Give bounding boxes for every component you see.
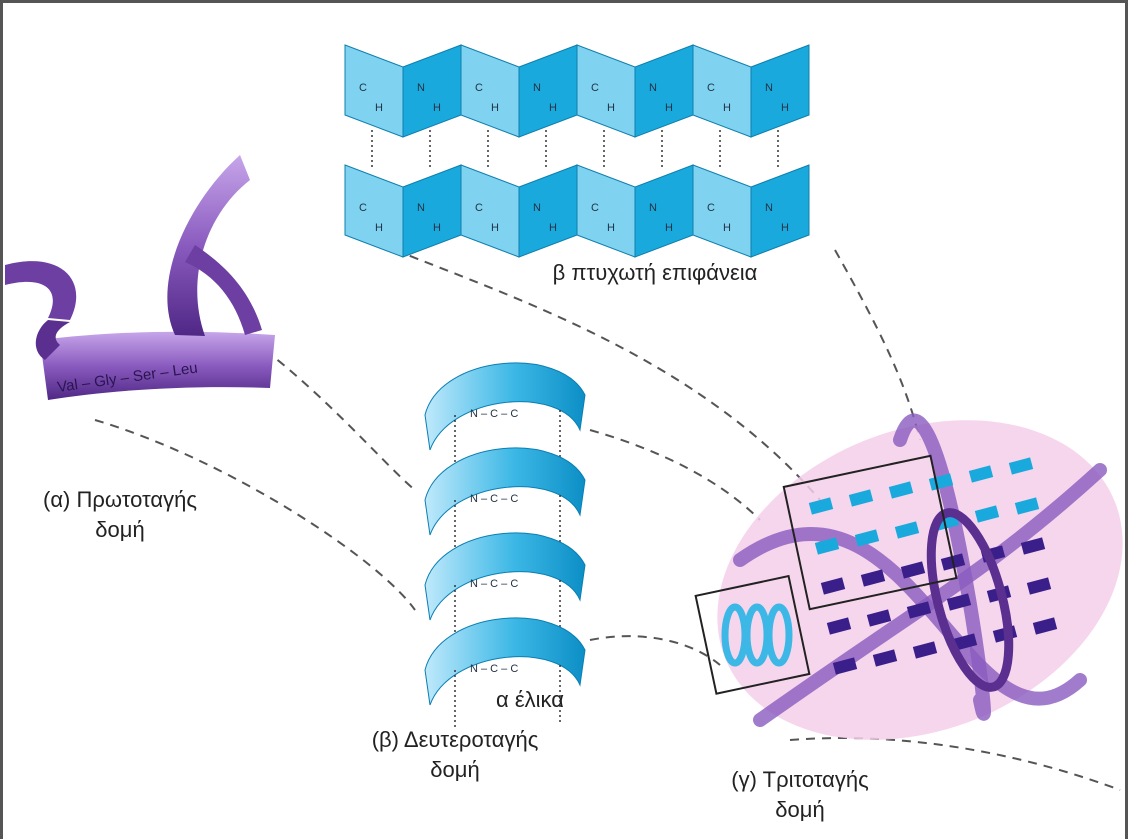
sheet-pleat xyxy=(635,165,693,257)
alpha-helix-label: α έλικα xyxy=(465,685,595,715)
sheet-atom-label: H xyxy=(723,102,731,114)
sheet-pleat xyxy=(577,45,635,137)
sheet-atom-label: N xyxy=(649,82,657,94)
sheet-pleat xyxy=(345,165,403,257)
sheet-pleat xyxy=(345,45,403,137)
sheet-atom-label: H xyxy=(607,102,615,114)
sheet-atom-label: C xyxy=(707,82,715,94)
helix-atom-label: N – C – C xyxy=(470,493,518,505)
sheet-atom-label: H xyxy=(549,102,557,114)
sheet-atom-label: H xyxy=(781,102,789,114)
sheet-atom-label: N xyxy=(533,202,541,214)
sheet-pleat xyxy=(461,45,519,137)
sheet-atom-label: H xyxy=(665,102,673,114)
sheet-atom-label: H xyxy=(433,102,441,114)
primary-structure-line2: δομή xyxy=(0,515,240,545)
connector-helix-bottom xyxy=(590,636,720,665)
sheet-atom-label: N xyxy=(417,202,425,214)
sheet-pleat xyxy=(403,165,461,257)
connector-helix-top xyxy=(590,430,760,520)
secondary-structure-line2: δομή xyxy=(320,755,590,785)
sheet-pleat xyxy=(577,165,635,257)
sheet-atom-label: C xyxy=(591,82,599,94)
sheet-atom-label: H xyxy=(665,222,673,234)
sheet-atom-label: H xyxy=(491,102,499,114)
connector-ribbon-top xyxy=(265,350,415,490)
secondary-structure-line1: (β) Δευτεροταγής xyxy=(320,725,590,755)
helix-turn xyxy=(425,448,585,535)
secondary-structure-label: (β) Δευτεροταγής δομή xyxy=(320,725,590,785)
sheet-atom-label: H xyxy=(375,102,383,114)
sheet-pleat xyxy=(461,165,519,257)
sheet-pleat xyxy=(693,165,751,257)
primary-ribbon: Val – Gly – Ser – Leu xyxy=(5,155,275,400)
ribbon-back-tail xyxy=(5,261,76,320)
sheet-pleat xyxy=(635,45,693,137)
tertiary-structure-label: (γ) Τριτοταγής δομή xyxy=(680,765,920,825)
sheet-atom-label: C xyxy=(591,202,599,214)
alpha-helix: N – C – C N – C – C N – C – C N – C – C xyxy=(425,363,585,730)
primary-structure-line1: (α) Πρωτοταγής xyxy=(0,485,240,515)
helix-atom-label: N – C – C xyxy=(470,408,518,420)
sheet-pleat xyxy=(693,45,751,137)
sheet-pleat xyxy=(403,45,461,137)
sheet-pleat xyxy=(519,165,577,257)
sheet-atom-label: C xyxy=(359,202,367,214)
primary-structure-label: (α) Πρωτοταγής δομή xyxy=(0,485,240,545)
sheet-atom-label: C xyxy=(359,82,367,94)
sheet-atom-label: H xyxy=(491,222,499,234)
sheet-atom-label: H xyxy=(781,222,789,234)
tertiary-structure-line1: (γ) Τριτοταγής xyxy=(680,765,920,795)
sheet-atom-label: N xyxy=(417,82,425,94)
helix-atom-label: N – C – C xyxy=(470,663,518,675)
sheet-atom-label: H xyxy=(607,222,615,234)
sheet-atom-label: H xyxy=(549,222,557,234)
sheet-atom-label: N xyxy=(765,82,773,94)
tertiary-structure xyxy=(669,362,1128,797)
sheet-hydrogen-bonds xyxy=(372,130,778,168)
sheet-atom-label: N xyxy=(765,202,773,214)
sheet-pleat xyxy=(519,45,577,137)
sheet-atom-label: N xyxy=(533,82,541,94)
sheet-atom-label: C xyxy=(475,202,483,214)
sheet-atom-label: C xyxy=(475,82,483,94)
helix-atom-label: N – C – C xyxy=(470,578,518,590)
sheet-atom-label: H xyxy=(375,222,383,234)
beta-sheet-label: β πτυχωτή επιφάνεια xyxy=(520,258,790,288)
tertiary-structure-line2: δομή xyxy=(680,795,920,825)
sheet-atom-label: H xyxy=(723,222,731,234)
sheet-pleat xyxy=(751,165,809,257)
helix-turn xyxy=(425,533,585,620)
sheet-atom-label: H xyxy=(433,222,441,234)
sheet-pleat xyxy=(751,45,809,137)
helix-turn xyxy=(425,363,585,450)
sheet-atom-label: N xyxy=(649,202,657,214)
connector-sheet-right xyxy=(835,250,920,440)
sheet-atom-label: C xyxy=(707,202,715,214)
